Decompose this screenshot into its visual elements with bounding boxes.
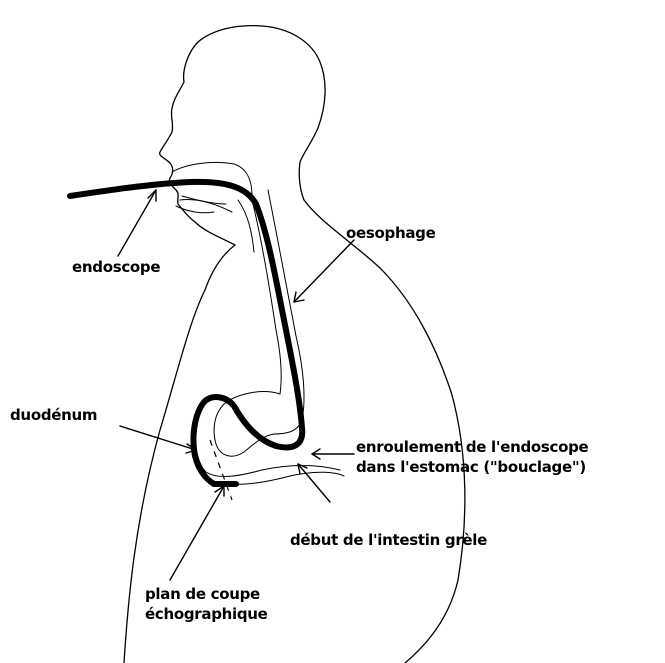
arrow-plan-coupe [170,486,224,580]
pharynx-line [238,200,254,252]
label-enroulement-line1: enroulement de l'endoscope [356,438,589,456]
label-enroulement-line2: dans l'estomac ("bouclage") [356,458,586,476]
arrow-enroulement [312,449,354,459]
label-plan-line1: plan de coupe [145,585,260,603]
duodenum-outline [195,420,340,476]
palate-line [182,196,226,204]
body-outline [124,26,465,663]
arrow-endoscope [118,190,156,256]
label-oesophage: oesophage [346,224,436,242]
label-debut-intestin: début de l'intestin grèle [290,531,487,549]
label-endoscope: endoscope [72,258,160,276]
arrow-debut-intestin [298,464,330,502]
arrow-oesophage [294,240,354,302]
endoscope-tube [70,182,302,484]
label-plan-line2: échographique [145,605,268,623]
label-duodenum: duodénum [10,406,97,424]
